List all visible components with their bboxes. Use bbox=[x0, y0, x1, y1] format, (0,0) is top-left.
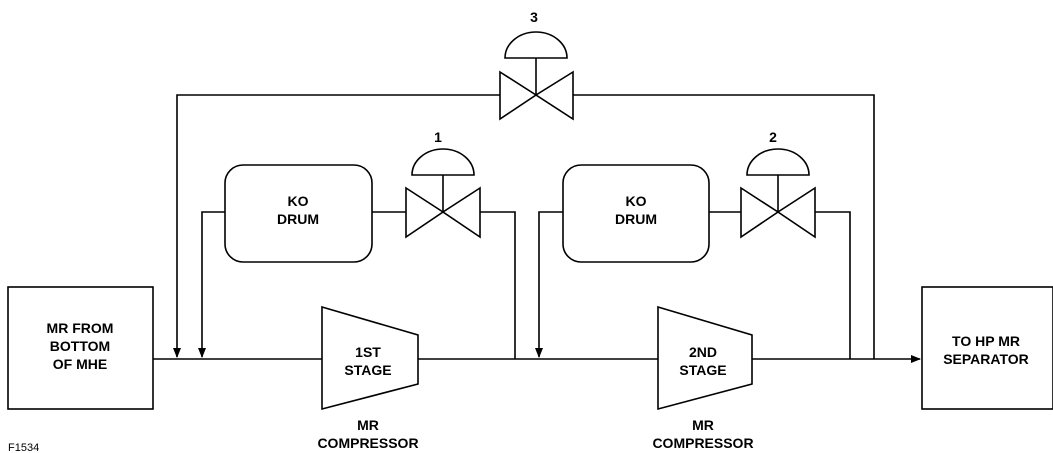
figure-id: F1534 bbox=[8, 442, 39, 453]
compressor-stage-1: 1ST STAGE MR COMPRESSOR bbox=[317, 305, 419, 451]
control-valve-2: 2 bbox=[740, 129, 816, 239]
source-label-line-2: BOTTOM bbox=[50, 338, 110, 354]
compressor-1-stage-line-1: 1ST bbox=[355, 344, 381, 360]
ko-drum-2: KO DRUM bbox=[562, 164, 710, 263]
valve-3-number: 3 bbox=[530, 9, 538, 25]
compressor-2-caption-line-2: COMPRESSOR bbox=[652, 435, 753, 451]
ko-drum-1: KO DRUM bbox=[224, 164, 373, 263]
compressor-2-caption-line-1: MR bbox=[692, 417, 714, 433]
compressor-1-caption-line-1: MR bbox=[357, 417, 379, 433]
ko-drum-1-label-line-1: KO bbox=[288, 193, 309, 209]
ko-drum-1-label-line-2: DRUM bbox=[277, 211, 319, 227]
destination-label-line-1: TO HP MR bbox=[952, 333, 1020, 349]
compressor-1-caption-line-2: COMPRESSOR bbox=[317, 435, 418, 451]
compressor-1-stage-line-2: STAGE bbox=[344, 362, 391, 378]
compressor-2-stage-line-1: 2ND bbox=[689, 344, 717, 360]
control-valve-1: 1 bbox=[405, 129, 481, 239]
source-label-line-1: MR FROM bbox=[47, 320, 114, 336]
loop-3-piping bbox=[173, 94, 875, 359]
valve-1-number: 1 bbox=[434, 129, 442, 145]
source-block: MR FROM BOTTOM OF MHE bbox=[7, 286, 154, 410]
source-label-line-3: OF MHE bbox=[53, 356, 107, 372]
compressor-2-stage-line-2: STAGE bbox=[679, 362, 726, 378]
ko-drum-2-label-line-2: DRUM bbox=[615, 211, 657, 227]
loop-2-piping bbox=[535, 211, 851, 359]
control-valve-3: 3 bbox=[499, 9, 574, 121]
compressor-stage-2: 2ND STAGE MR COMPRESSOR bbox=[652, 305, 754, 451]
destination-label-line-2: SEPARATOR bbox=[943, 351, 1029, 367]
valve-2-number: 2 bbox=[769, 129, 777, 145]
destination-block: TO HP MR SEPARATOR bbox=[921, 286, 1053, 410]
ko-drum-2-label-line-1: KO bbox=[626, 193, 647, 209]
loop-1-piping bbox=[198, 211, 516, 359]
